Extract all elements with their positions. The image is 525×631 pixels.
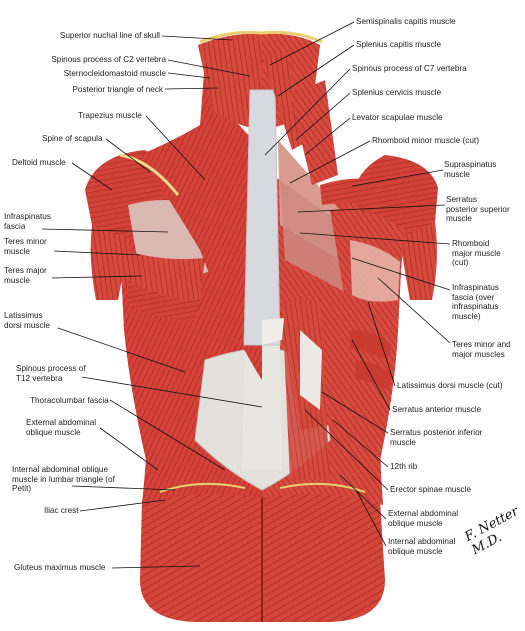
leader-teres-minor bbox=[53, 250, 141, 256]
leader-gluteus-maximus bbox=[111, 565, 201, 569]
leader-internal-oblique-right bbox=[355, 489, 387, 547]
label-trapezius: Trapezius muscle bbox=[78, 111, 142, 120]
label-serratus-posterior-inferior: Serratus posterior inferior muscle bbox=[390, 428, 483, 447]
leader-levator-scapulae bbox=[304, 117, 351, 156]
leader-splenius-cervicis bbox=[295, 92, 351, 141]
label-posterior-triangle: Posterior triangle of neck bbox=[72, 85, 163, 94]
leader-external-oblique bbox=[99, 427, 159, 471]
leader-latissimus-cut bbox=[367, 301, 396, 387]
label-thoracolumbar-fascia: Thoracolumbar fascia bbox=[30, 396, 109, 405]
label-spinous-process-t12: Spinous process of T12 vertebra bbox=[16, 364, 86, 383]
leader-latissimus-dorsi bbox=[57, 327, 186, 373]
leader-teres-right bbox=[377, 277, 451, 344]
leader-spinous-process-c7 bbox=[264, 68, 351, 156]
leader-rhomboid-major bbox=[299, 232, 451, 245]
leader-spinous-process-c2 bbox=[167, 59, 251, 77]
leader-spinous-process-t12 bbox=[81, 376, 263, 408]
leader-internal-oblique-petit bbox=[71, 485, 176, 491]
label-internal-oblique-right: Internal abdominal oblique muscle bbox=[388, 537, 456, 556]
leader-supraspinatus bbox=[351, 169, 444, 187]
leader-thoracolumbar-fascia bbox=[109, 399, 226, 471]
label-semispinalis-capitis: Semispinalis capitis muscle bbox=[356, 17, 456, 26]
leader-superior-nuchal-line bbox=[161, 35, 233, 41]
label-deltoid: Deltoid muscle bbox=[12, 158, 66, 167]
label-latissimus-cut: Latissimus dorsi muscle (cut) bbox=[397, 381, 503, 390]
leader-splenius-capitis bbox=[277, 44, 355, 97]
leader-deltoid bbox=[71, 162, 113, 191]
label-infraspinatus-fascia: Infraspinatus fascia bbox=[4, 212, 51, 231]
label-rhomboid-minor: Rhomboid minor muscle (cut) bbox=[372, 136, 479, 145]
label-gluteus-maximus: Gluteus maximus muscle bbox=[14, 563, 106, 572]
leader-infraspinatus-fascia-right bbox=[351, 257, 451, 291]
label-latissimus-dorsi: Latissimus dorsi muscle bbox=[4, 311, 50, 330]
leader-trapezius bbox=[145, 115, 206, 181]
leader-spine-of-scapula bbox=[105, 138, 151, 173]
label-splenius-capitis: Splenius capitis muscle bbox=[356, 40, 442, 49]
leader-sternocleidomastoid bbox=[167, 72, 211, 79]
label-spinous-process-c2: Spinous process of C2 vertebra bbox=[51, 55, 166, 64]
leader-rhomboid-minor bbox=[289, 140, 371, 184]
label-spinous-process-c7: Spinous process of C7 vertebra bbox=[352, 64, 467, 73]
leader-external-oblique-right bbox=[339, 474, 387, 520]
leader-infraspinatus-fascia bbox=[41, 228, 169, 233]
label-rhomboid-major: Rhomboid major muscle (cut) bbox=[452, 239, 501, 267]
leader-serratus-posterior-superior bbox=[297, 204, 446, 213]
leader-posterior-triangle bbox=[164, 87, 219, 90]
leader-semispinalis-capitis bbox=[269, 21, 355, 66]
label-teres-major: Teres major muscle bbox=[4, 266, 47, 285]
label-serratus-posterior-superior: Serratus posterior superior muscle bbox=[446, 195, 510, 223]
leader-12th-rib bbox=[332, 419, 389, 468]
leader-erector-spinae bbox=[304, 409, 389, 491]
label-teres-right: Teres minor and major muscles bbox=[452, 340, 511, 359]
label-spine-of-scapula: Spine of scapula bbox=[42, 134, 103, 143]
label-iliac-crest: Iliac crest bbox=[44, 506, 79, 515]
label-levator-scapulae: Levator scapulae muscle bbox=[352, 113, 443, 122]
leader-teres-major bbox=[51, 275, 143, 279]
label-external-oblique-right: External abdominal oblique muscle bbox=[388, 509, 459, 528]
label-infraspinatus-fascia-right: Infraspinatus fascia (over infraspinatus… bbox=[452, 283, 499, 321]
label-teres-minor: Teres minor muscle bbox=[4, 237, 47, 256]
label-external-oblique: External abdominal oblique muscle bbox=[26, 418, 97, 437]
label-superior-nuchal-line: Superior nuchal line of skull bbox=[59, 31, 160, 40]
leader-serratus-posterior-inferior bbox=[321, 391, 389, 434]
label-erector-spinae: Erector spinae muscle bbox=[390, 485, 471, 494]
label-sternocleidomastoid: Sternocleidomastoid muscle bbox=[63, 69, 166, 78]
label-serratus-anterior: Serratus anterior muscle bbox=[392, 405, 482, 414]
label-internal-oblique-petit: Internal abdominal oblique muscle in lum… bbox=[12, 465, 115, 493]
label-12th-rib: 12th rib bbox=[390, 462, 418, 471]
label-splenius-cervicis: Splenius cervicis muscle bbox=[352, 88, 442, 97]
label-supraspinatus: Supraspinatus muscle bbox=[444, 160, 497, 179]
leader-iliac-crest bbox=[79, 499, 166, 512]
leader-serratus-anterior bbox=[351, 339, 391, 411]
